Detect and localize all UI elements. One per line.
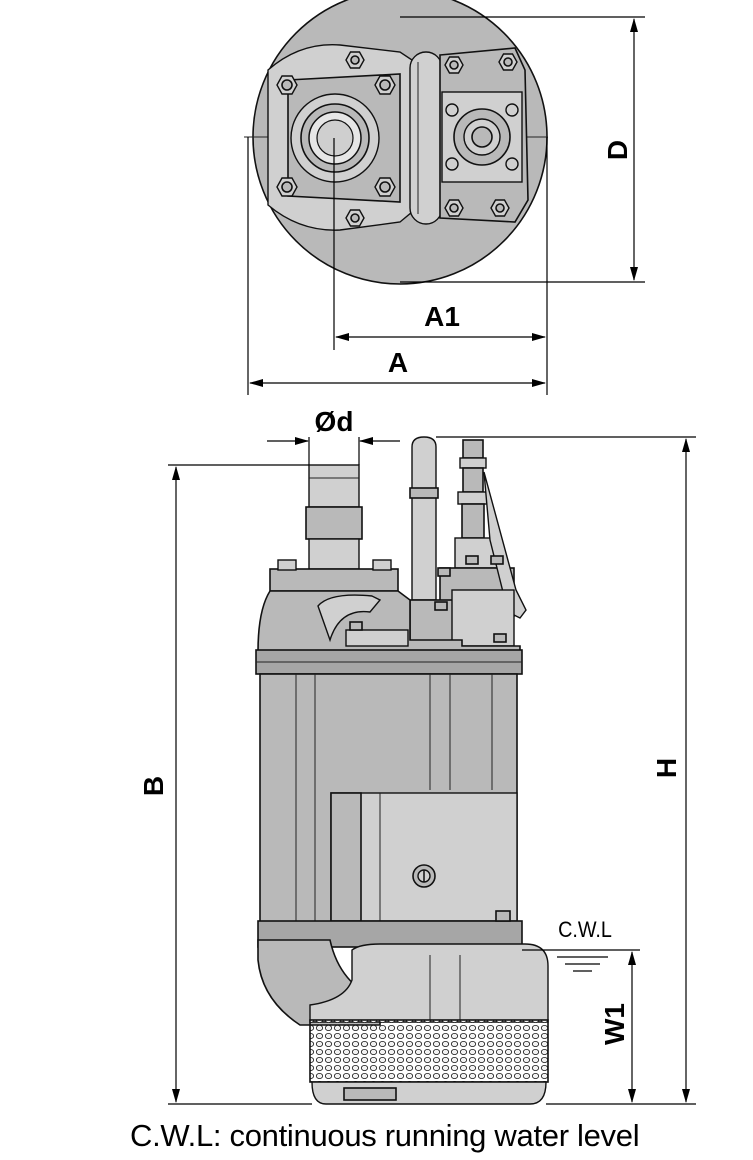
cable-gland (409, 439, 527, 649)
dimension-od: Ød (267, 406, 400, 465)
strainer (309, 1019, 549, 1083)
cwl-label: C.W.L (558, 918, 612, 942)
dimension-a: A (247, 137, 546, 395)
dimension-a1: A1 (333, 137, 548, 395)
lifting-handle-top (409, 51, 443, 225)
dimension-d: D (400, 16, 645, 283)
dim-label-b: B (138, 776, 169, 796)
dim-label-h: H (651, 758, 682, 778)
dim-label-w1: W1 (599, 1003, 630, 1045)
dim-label-d: D (602, 140, 633, 160)
cwl-footnote: C.W.L: continuous running water level (130, 1118, 640, 1153)
dimension-w1: W1 C.W.L (522, 918, 640, 1103)
dimension-b: B (138, 464, 312, 1105)
lifting-handle-side (409, 436, 439, 601)
discharge-flange (267, 44, 413, 231)
side-view: Ød B H W1 C.W.L (138, 406, 696, 1105)
flange-bolts (276, 51, 396, 227)
motor-body (259, 673, 518, 925)
dimension-h: H (436, 436, 696, 1105)
dim-label-od: Ød (315, 406, 354, 437)
dim-label-a1: A1 (424, 301, 460, 332)
top-view: D A1 A (244, 0, 645, 395)
cable-box-top (439, 47, 529, 223)
discharge-nozzle (269, 464, 399, 592)
dim-label-a: A (388, 347, 408, 378)
pump-casing (309, 943, 549, 1023)
